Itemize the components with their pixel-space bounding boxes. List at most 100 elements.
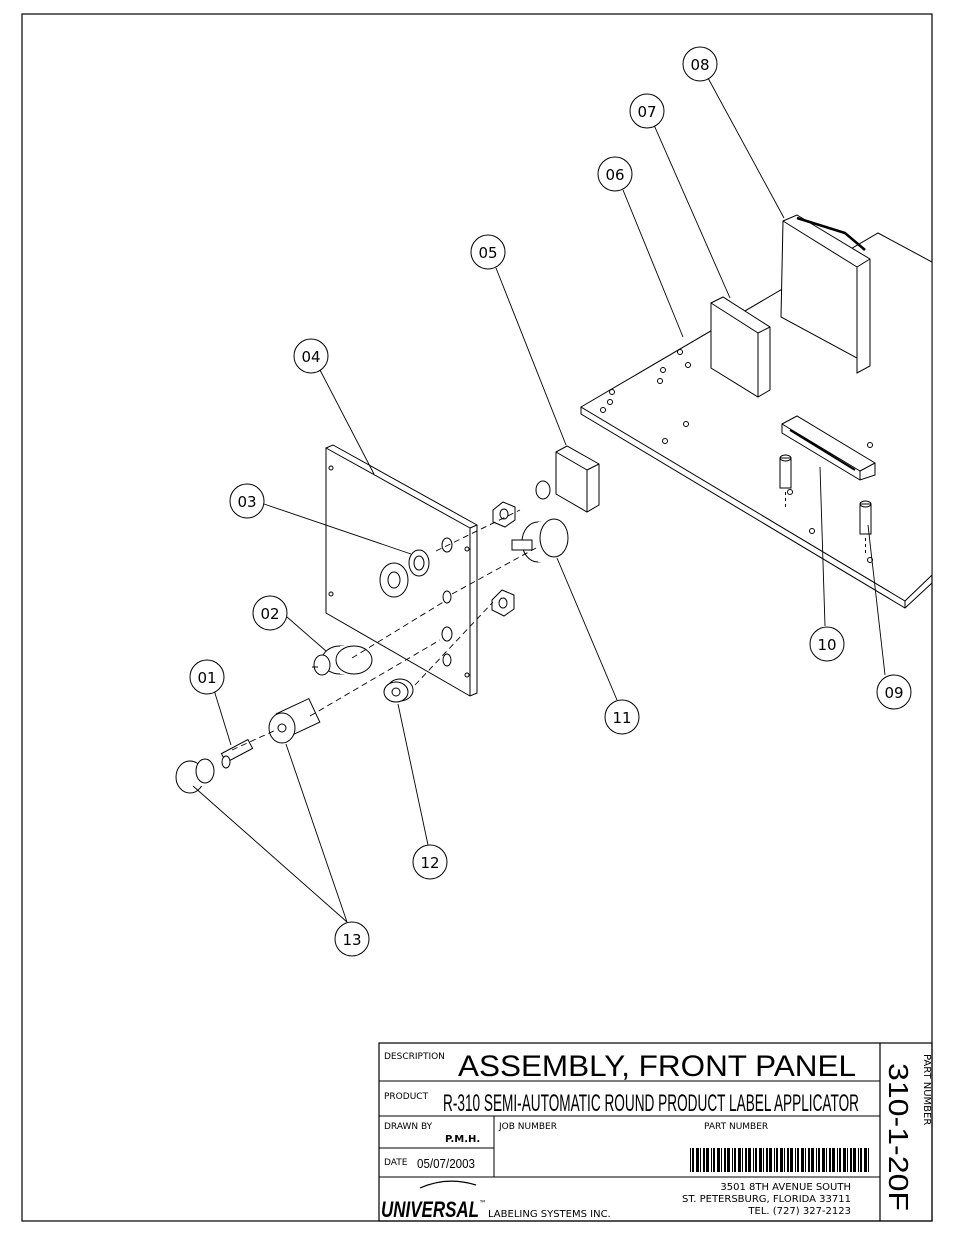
callout-label: 12 <box>420 854 439 872</box>
barcode-bar <box>780 1148 783 1172</box>
barcode-bar <box>847 1148 848 1172</box>
barcode-bar <box>732 1148 733 1172</box>
job-number-label: JOB NUMBER <box>498 1122 557 1132</box>
date-value: 05/07/2003 <box>417 1156 475 1171</box>
barcode-bar <box>860 1148 862 1172</box>
drawn-by-label: DRAWN BY <box>384 1122 433 1132</box>
callout-label: 13 <box>342 931 361 949</box>
side-part-number: 310-1-20F <box>883 1063 914 1211</box>
pcb-holes <box>600 349 873 563</box>
barcode <box>690 1148 869 1172</box>
callout-10: 10 <box>809 626 845 662</box>
product-label: PRODUCT <box>384 1092 429 1102</box>
description-value: ASSEMBLY, FRONT PANEL <box>458 1050 856 1083</box>
address-line-1: 3501 8TH AVENUE SOUTH <box>720 1182 851 1193</box>
component-05 <box>492 445 600 528</box>
barcode-bar <box>753 1148 754 1172</box>
barcode-bar <box>868 1148 869 1172</box>
barcode-bar <box>724 1148 726 1172</box>
component-01 <box>220 738 254 769</box>
component-09 <box>779 454 872 556</box>
product-value: R-310 SEMI-AUTOMATIC ROUND PRODUCT LABEL… <box>443 1090 859 1117</box>
pcb-plate <box>580 232 933 602</box>
callout-label: 06 <box>605 166 624 184</box>
barcode-bar <box>766 1148 768 1172</box>
component-11 <box>491 518 569 617</box>
barcode-bar <box>721 1148 722 1172</box>
callout-02: 02 <box>252 595 288 631</box>
callout-label: 04 <box>301 348 320 366</box>
part-number-label: PART NUMBER <box>704 1122 768 1132</box>
component-12 <box>383 678 414 703</box>
component-13 <box>175 697 321 794</box>
barcode-bar <box>727 1148 730 1172</box>
barcode-bar <box>839 1148 841 1172</box>
callout-04: 04 <box>293 338 329 374</box>
callout-label: 08 <box>690 56 709 74</box>
barcode-bar <box>776 1148 778 1172</box>
date-label: DATE <box>384 1158 408 1168</box>
barcode-bar <box>811 1148 814 1172</box>
barcode-bar <box>850 1148 852 1172</box>
leader-lines <box>192 77 886 923</box>
callout-05: 05 <box>470 234 506 270</box>
barcode-bar <box>713 1148 715 1172</box>
component-02 <box>312 645 373 676</box>
barcode-bar <box>759 1148 762 1172</box>
component-08 <box>780 214 871 374</box>
company-tm: ™ <box>479 1199 487 1208</box>
barcode-bar <box>801 1148 804 1172</box>
barcode-bar <box>784 1148 785 1172</box>
alignment-lines <box>231 509 537 751</box>
callout-label: 01 <box>197 669 216 687</box>
barcode-bar <box>734 1148 736 1172</box>
barcode-bar <box>790 1148 793 1172</box>
barcode-bar <box>769 1148 772 1172</box>
barcode-bar <box>690 1148 691 1172</box>
barcode-bar <box>745 1148 747 1172</box>
barcode-bar <box>711 1148 712 1172</box>
callout-13: 13 <box>334 921 370 957</box>
barcode-bar <box>822 1148 825 1172</box>
barcode-bar <box>858 1148 859 1172</box>
barcode-bar <box>843 1148 846 1172</box>
callout-label: 05 <box>478 244 497 262</box>
callout-06: 06 <box>597 156 633 192</box>
barcode-bar <box>738 1148 741 1172</box>
barcode-bar <box>837 1148 838 1172</box>
address-line-3: TEL. (727) 327-2123 <box>747 1206 851 1217</box>
callout-11: 11 <box>604 699 640 735</box>
barcode-bar <box>826 1148 827 1172</box>
barcode-bar <box>700 1148 701 1172</box>
barcode-bar <box>763 1148 764 1172</box>
barcode-bar <box>818 1148 820 1172</box>
side-part-number-label: PART NUMBER <box>921 1054 932 1125</box>
callout-12: 12 <box>412 844 448 880</box>
address-line-2: ST. PETERSBURG, FLORIDA 33711 <box>682 1194 851 1205</box>
barcode-bar <box>797 1148 799 1172</box>
barcode-bar <box>717 1148 720 1172</box>
barcode-bar <box>816 1148 817 1172</box>
barcode-bar <box>808 1148 810 1172</box>
callout-09: 09 <box>876 674 912 710</box>
barcode-bar <box>692 1148 694 1172</box>
barcode-bar <box>805 1148 806 1172</box>
barcode-bar <box>853 1148 856 1172</box>
component-07 <box>710 296 771 398</box>
component-10 <box>781 415 876 481</box>
callout-label: 10 <box>817 636 836 654</box>
callout-label: 02 <box>260 605 279 623</box>
callout-label: 11 <box>612 709 631 727</box>
barcode-bar <box>742 1148 743 1172</box>
callout-08: 08 <box>682 46 718 82</box>
description-label: DESCRIPTION <box>384 1052 445 1062</box>
callout-label: 03 <box>237 493 256 511</box>
company-logo: UNIVERSAL <box>381 1197 479 1222</box>
barcode-bar <box>696 1148 699 1172</box>
callout-label: 09 <box>884 684 903 702</box>
barcode-bar <box>703 1148 705 1172</box>
logo-swoosh <box>419 1180 477 1189</box>
barcode-bar <box>795 1148 796 1172</box>
barcode-bar <box>748 1148 751 1172</box>
